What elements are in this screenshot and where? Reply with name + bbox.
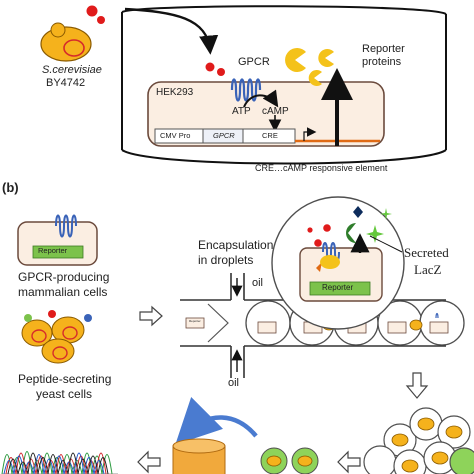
atp-to-camp-arrow [243,89,279,108]
secreted-lacz-pointer [369,235,403,253]
selected-droplet [260,447,319,474]
sorted-droplets-cluster [363,407,474,474]
mammalian-label-2: mammalian cells [18,285,108,299]
cre-label: CRE [262,131,278,140]
gpcr-receptor-icon [230,78,262,102]
peptide-dot [97,16,105,24]
reporter-protein-icon [285,48,306,72]
yeast-strain-id: BY4742 [46,77,86,89]
flow-arrow-down [405,372,429,399]
encapsulation-label-1: Encapsulation [198,238,274,252]
yeast-strain-name: S.cerevisiae [42,64,102,76]
peptide-dot [205,62,215,72]
yeast-cells-label-2: yeast cells [36,387,93,401]
hek293-label: HEK293 [156,87,194,98]
reporter-protein-icon [308,70,322,86]
flow-arrow-right [139,305,163,327]
recovery-arrow [175,397,258,445]
droplet-reporter-label: Reporter [189,319,201,323]
sequencing-trace [1,451,118,474]
reporter-protein-icon [318,49,334,68]
flow-arrow-left [137,450,161,474]
yeast-cells-label-1: Peptide-secreting [18,372,112,386]
peptide-dot [217,68,225,76]
zoom-reporter-label: Reporter [322,283,354,292]
mammalian-cell-icon [17,214,98,266]
secretion-arrow [124,7,219,55]
yeast-cluster-icon [21,310,92,364]
oil-label-top: oil [252,277,264,289]
gene-label: GPCR [213,131,235,140]
culture-plate-icon [172,438,226,474]
reporter-construct [154,127,380,144]
secreted-label-2: LacZ [414,262,442,277]
yeast-cell-icon [40,22,92,62]
encapsulation-label-2: in droplets [198,253,254,267]
promoter-label: CMV Pro [160,131,191,140]
footnote: CRE…cAMP responsive element [255,163,388,173]
reporter-proteins-label-1: Reporter [362,43,405,55]
gpcr-label: GPCR [238,56,270,68]
oil-label-bottom: oil [228,377,240,389]
mammalian-label-1: GPCR-producing [18,270,110,284]
reporter-box-label: Reporter [38,246,68,255]
atp-label: ATP [232,106,251,117]
panel-b-tag: (b) [2,180,19,195]
secreted-label-1: Secreted [404,245,449,260]
droplet-zoom-inset [271,196,405,330]
peptide-dot [86,5,98,17]
camp-label: cAMP [262,106,289,117]
flow-arrow-left [337,450,361,474]
reporter-proteins-label-2: proteins [362,56,402,68]
